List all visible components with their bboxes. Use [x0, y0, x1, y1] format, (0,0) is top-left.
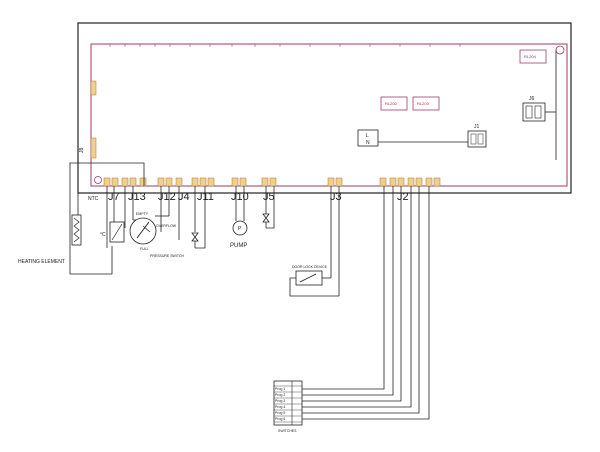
- pcb-top-marks: [109, 44, 461, 47]
- relay-rl203-label: RL203: [417, 101, 430, 106]
- j8-connector-lower: [90, 137, 97, 159]
- mains-l-label: L: [366, 133, 369, 139]
- temperature-sensor-arrow: [111, 223, 123, 241]
- heating-element: [71, 214, 82, 246]
- j12-label: J12: [158, 191, 176, 203]
- j1-pin: [470, 133, 477, 145]
- pressure-switch-empty-label: EMPTY: [136, 212, 149, 216]
- switch-row-label: Prog 2: [275, 393, 285, 397]
- j1-pin: [477, 133, 484, 145]
- heating-element-coil: [73, 217, 80, 243]
- mounting-hole: [94, 176, 102, 184]
- relay-rl203-box: [412, 96, 440, 111]
- switch-row-label: Prog 6: [275, 417, 285, 421]
- switch-row-label: Prog 5: [275, 411, 285, 415]
- relay-rl204-box: [519, 49, 547, 64]
- pressure-switch-wiring: [124, 186, 180, 240]
- switch-row-lines: [274, 385, 302, 423]
- ntc-wiring: [106, 186, 115, 248]
- switch-bus-wires: [302, 186, 430, 420]
- j4-label: J4: [178, 191, 190, 203]
- j10-label: J10: [231, 191, 249, 203]
- pressure-switch-overflow-label: OVERFLOW: [156, 224, 177, 228]
- door-lock-contact: [299, 273, 317, 283]
- j8-label: J8: [79, 148, 85, 154]
- relay-rl202-box: [380, 96, 408, 111]
- switches-label: SWITCHES: [278, 429, 297, 433]
- deg-c-label: °C: [100, 232, 106, 238]
- valve-j5: [262, 186, 275, 229]
- j6-pin: [534, 105, 542, 119]
- door-lock-label: DOOR LOCK DEVICE: [292, 265, 328, 269]
- switch-row-label: Prog 3: [275, 399, 285, 403]
- door-lock-device: [295, 270, 323, 286]
- heating-element-wiring: [69, 162, 145, 275]
- j6-pin: [525, 105, 533, 119]
- pressure-switch: [129, 217, 157, 245]
- j6-label: J6: [529, 96, 535, 102]
- enclosure-outline: [77, 22, 572, 194]
- valve-j11: [191, 186, 206, 249]
- bottom-connector-pins: [103, 177, 441, 187]
- door-lock-wiring: [289, 186, 340, 297]
- j5-label: J5: [263, 191, 275, 203]
- pressure-switch-full-label: FULL: [140, 247, 149, 251]
- j2-label: J2: [397, 191, 409, 203]
- relay-rl202-label: RL202: [385, 101, 398, 106]
- j11-label: J11: [197, 191, 214, 203]
- j1-connector: [467, 130, 487, 148]
- pressure-switch-contact: [136, 221, 150, 239]
- switch-row-label: Prog 4: [275, 405, 285, 409]
- pump-wiring: [235, 186, 245, 221]
- pcb-outline: [90, 43, 568, 187]
- pump-label: PUMP: [230, 243, 247, 249]
- relay-rl204-label: RL204: [524, 54, 537, 59]
- j13-label: J13: [128, 191, 146, 203]
- pump: [232, 220, 248, 236]
- j1-label: J1: [474, 124, 480, 130]
- j8-connector-upper: [90, 80, 97, 96]
- pump-symbol: P: [238, 226, 242, 232]
- pressure-switch-label: PRESSURE SWITCH: [150, 254, 185, 258]
- mains-n-label: N: [366, 140, 370, 146]
- switch-row-label: Prog 1: [275, 387, 285, 391]
- heating-element-label: HEATING ELEMENT: [18, 259, 65, 265]
- mounting-hole: [555, 45, 565, 55]
- switch-block: [273, 380, 303, 426]
- j3-label: J3: [330, 191, 342, 203]
- ntc-label: NTC: [88, 196, 99, 202]
- pressure-switch-contact: [142, 225, 151, 233]
- mains-terminal: [357, 129, 379, 147]
